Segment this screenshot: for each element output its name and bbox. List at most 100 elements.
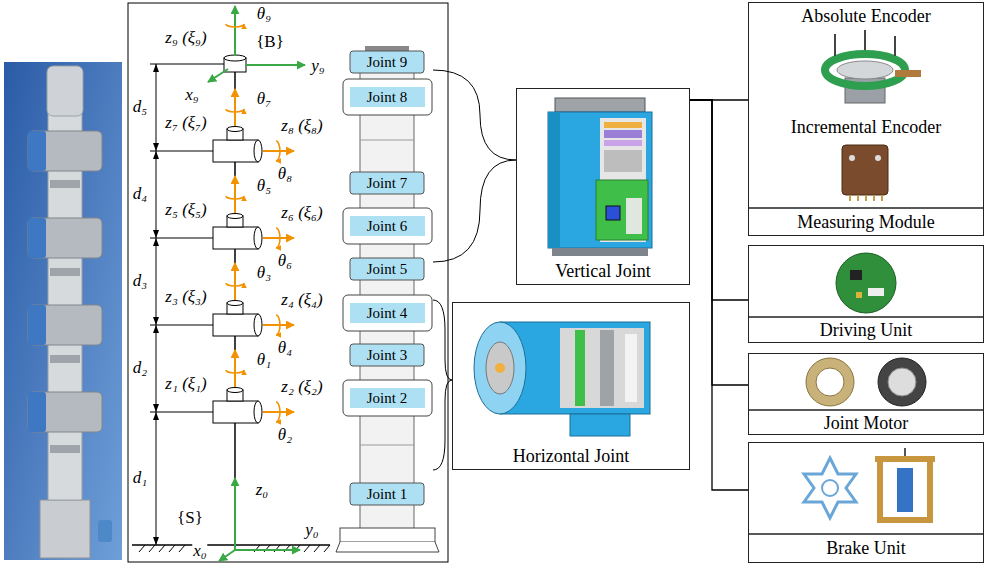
axis-label: z₄ (ξ₄)	[280, 291, 323, 309]
robot-photo	[50, 445, 80, 453]
kinematic-schematic	[213, 314, 258, 336]
kinematic-schematic	[150, 325, 213, 326]
joint-column	[340, 528, 435, 542]
joint-column	[350, 388, 425, 408]
connector-line	[690, 100, 748, 300]
joint-label: Joint 8	[366, 90, 408, 106]
vertical-joint-art	[626, 198, 642, 234]
robot-photo	[4, 62, 122, 560]
kinematic-schematic	[150, 238, 213, 239]
kinematic-schematic	[132, 544, 330, 546]
kinematic-schematic	[276, 228, 280, 248]
axis-label: z₅ (ξ₅)	[164, 201, 207, 219]
horizontal-joint-art	[570, 414, 630, 436]
vertical-joint-art	[606, 206, 620, 220]
panel-frame	[128, 3, 448, 562]
axis-label: θ₈	[277, 165, 293, 183]
kinematic-schematic	[276, 402, 280, 422]
axis-label: z₆ (ξ₆)	[280, 204, 323, 222]
kinematic-schematic	[150, 151, 213, 152]
joint-column	[343, 380, 432, 416]
robot-photo	[47, 66, 83, 116]
brake-pictures	[748, 448, 984, 534]
joint-column	[336, 542, 439, 552]
horizontal-joint-art	[486, 342, 514, 394]
horizontal-joint-art	[495, 363, 505, 373]
dimension-label: d₂	[132, 359, 148, 377]
kinematic-schematic	[246, 64, 305, 66]
kinematic-schematic	[226, 196, 244, 199]
box-label: Brake Unit	[824, 538, 907, 559]
kinematic-schematic	[254, 314, 262, 336]
encoder-pictures	[849, 155, 855, 161]
joint-label: Joint 2	[366, 391, 408, 407]
panel-frame	[128, 3, 448, 562]
kinematic-schematic	[234, 350, 236, 387]
encoder-pictures	[864, 30, 866, 50]
bracket-leader	[433, 380, 452, 470]
joint-column	[350, 51, 424, 73]
box-label: Absolute Encoder	[799, 6, 932, 27]
kinematic-schematic	[276, 315, 280, 335]
kinematic-schematic	[235, 549, 300, 551]
axis-label: θ₂	[277, 426, 293, 444]
vertical-joint-art	[604, 150, 642, 172]
robot-photo	[28, 131, 102, 171]
vertical-joint-art	[596, 180, 648, 240]
motor-pictures	[878, 358, 926, 406]
joint-column	[350, 172, 424, 194]
joint-column	[336, 46, 439, 552]
kinematic-schematic	[263, 324, 294, 326]
encoder-pictures	[748, 30, 984, 208]
box-label: Measuring Module	[795, 212, 936, 233]
component-box: Joint Motor	[748, 353, 984, 435]
vertical-joint-art	[555, 98, 645, 112]
bracket-leader	[433, 70, 516, 160]
encoder-pictures	[748, 207, 984, 208]
robot-photo	[28, 305, 102, 345]
vertical-joint-art	[604, 122, 642, 128]
joint-column	[350, 303, 425, 323]
encoder-pictures	[894, 36, 896, 56]
axis-label: θ₉	[256, 5, 272, 23]
component-box: Brake Unit	[748, 442, 984, 563]
joint-label: Joint 6	[366, 219, 408, 235]
kinematic-schematic	[254, 401, 262, 423]
kinematic-schematic	[254, 140, 262, 162]
kinematic-schematic	[263, 150, 294, 152]
axis-label: θ₇	[256, 90, 272, 108]
kinematic-schematic	[213, 401, 258, 423]
joint-column	[350, 216, 425, 236]
vertical-joint-art	[604, 140, 642, 146]
axis-label: y₀	[304, 521, 319, 539]
frame-label: {B}	[255, 33, 285, 51]
connector-layer	[690, 100, 748, 490]
dimension-label: d₄	[132, 185, 148, 203]
axis-label: x₉	[184, 86, 199, 104]
kinematic-schematic	[234, 478, 236, 550]
box-label: Incremental Encoder	[789, 117, 943, 138]
driving-board-picture	[748, 253, 984, 317]
robot-photo	[98, 520, 112, 542]
kinematic-schematic	[156, 64, 157, 545]
horizontal-joint-art	[474, 322, 526, 414]
encoder-pictures	[837, 61, 893, 79]
axis-label: y₉	[310, 57, 325, 75]
robot-photo	[28, 392, 102, 432]
bracket-leader	[433, 160, 516, 262]
axis-label: z₂ (ξ₂)	[280, 378, 323, 396]
joint-column	[350, 344, 424, 366]
kinematic-schematic	[234, 6, 236, 56]
brake-pictures	[822, 480, 838, 496]
dimension-label: d₃	[132, 272, 148, 290]
joint-label: Joint 5	[366, 262, 408, 278]
robot-photo	[28, 218, 46, 258]
brake-pictures	[875, 456, 935, 462]
driving-board-picture	[850, 270, 862, 280]
kinematic-schematic	[153, 64, 159, 545]
motor-pictures	[748, 409, 984, 410]
kinematic-schematic	[276, 141, 280, 161]
joint-label: Joint 9	[366, 55, 408, 71]
